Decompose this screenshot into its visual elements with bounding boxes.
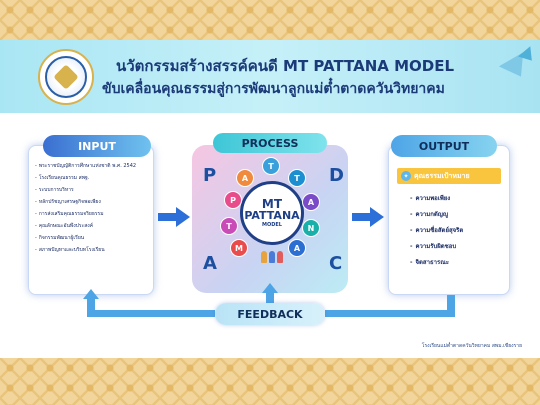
bottom-pattern-band <box>0 358 540 405</box>
virtue-icon: ✦ <box>401 171 411 181</box>
feedback-line <box>87 310 215 317</box>
pdca-check: C <box>329 253 343 274</box>
output-list: ความพอเพียง ความกตัญญู ความซื่อสัตย์สุจร… <box>410 191 464 271</box>
output-item: ความกตัญญู <box>410 207 463 223</box>
model-node: T <box>288 169 306 187</box>
feedback-line <box>87 299 95 317</box>
input-label: INPUT <box>43 135 151 157</box>
model-node: A <box>288 239 306 257</box>
arrow-up-icon <box>83 289 99 299</box>
input-item: คุณลักษณะอันพึงประสงค์ <box>35 220 149 232</box>
input-item: พระราชบัญญัติการศึกษาแห่งชาติ พ.ศ. 2542 <box>35 160 149 172</box>
input-item: การส่งเสริมคุณธรรมจริยธรรม <box>35 208 149 220</box>
virtue-title: คุณธรรมเป้าหมาย <box>414 171 470 180</box>
model-node: N <box>302 219 320 237</box>
input-item: หลักปรัชญาเศรษฐกิจพอเพียง <box>35 196 149 208</box>
people-illustration <box>257 251 287 265</box>
school-name-footer: โรงเรียนแม่ต๋ำตาดควันวิทยาคม สพม.เชียงรา… <box>421 343 522 349</box>
feedback-line <box>266 293 274 305</box>
output-item: ความซื่อสัตย์สุจริต <box>410 223 464 239</box>
pdca-do: D <box>329 165 344 186</box>
model-title-line: MODEL <box>262 222 282 228</box>
output-item: จิตสาธารณะ <box>410 255 463 271</box>
model-node: A <box>236 169 254 187</box>
model-node: A <box>302 193 320 211</box>
page-title: นวัตกรรมสร้างสรรค์คนดี MT PATTANA MODEL <box>116 57 455 75</box>
feedback-line <box>325 310 455 317</box>
input-list: พระราชบัญญัติการศึกษาแห่งชาติ พ.ศ. 2542 … <box>35 160 149 256</box>
arrow-right-icon <box>352 213 372 221</box>
feedback-line <box>447 295 455 317</box>
process-label: PROCESS <box>213 133 327 153</box>
model-node: T <box>220 217 238 235</box>
input-item: ระบบการบริหาร <box>35 184 149 196</box>
output-item: ความพอเพียง <box>410 191 463 207</box>
page-subtitle: ขับเคลื่อนคุณธรรมสู่การพัฒนาลูกแม่ต๋ำตาด… <box>102 81 445 97</box>
model-title-line: MT <box>261 197 283 211</box>
input-item: โรงเรียนคุณธรรม สพฐ. <box>35 172 149 184</box>
school-logo <box>38 49 94 105</box>
virtue-header: ✦ คุณธรรมเป้าหมาย <box>397 168 501 184</box>
input-panel: พระราชบัญญัติการศึกษาแห่งชาติ พ.ศ. 2542 … <box>28 145 154 295</box>
header-banner: นวัตกรรมสร้างสรรค์คนดี MT PATTANA MODEL … <box>0 40 540 113</box>
output-label: OUTPUT <box>391 135 497 157</box>
model-node: M <box>230 239 248 257</box>
input-item: กิจกรรมพัฒนาผู้เรียน <box>35 232 149 244</box>
mt-pattana-model-hub: MT PATTANA MODEL <box>240 181 304 245</box>
arrow-right-icon <box>158 213 178 221</box>
model-node: T <box>262 157 280 175</box>
arrow-up-icon <box>262 283 278 293</box>
model-diagram: พระราชบัญญัติการศึกษาแห่งชาติ พ.ศ. 2542 … <box>0 113 540 358</box>
top-pattern-band <box>0 0 540 40</box>
arrow-right-icon <box>176 207 190 227</box>
output-item: ความรับผิดชอบ <box>410 239 463 255</box>
pdca-plan: P <box>203 165 217 186</box>
input-item: สภาพปัญหาและบริบทโรงเรียน <box>35 244 149 256</box>
arrow-right-icon <box>370 207 384 227</box>
model-node: P <box>224 191 242 209</box>
pdca-act: A <box>203 253 217 274</box>
feedback-label: FEEDBACK <box>215 303 325 325</box>
model-title-line: PATTANA <box>244 209 300 222</box>
